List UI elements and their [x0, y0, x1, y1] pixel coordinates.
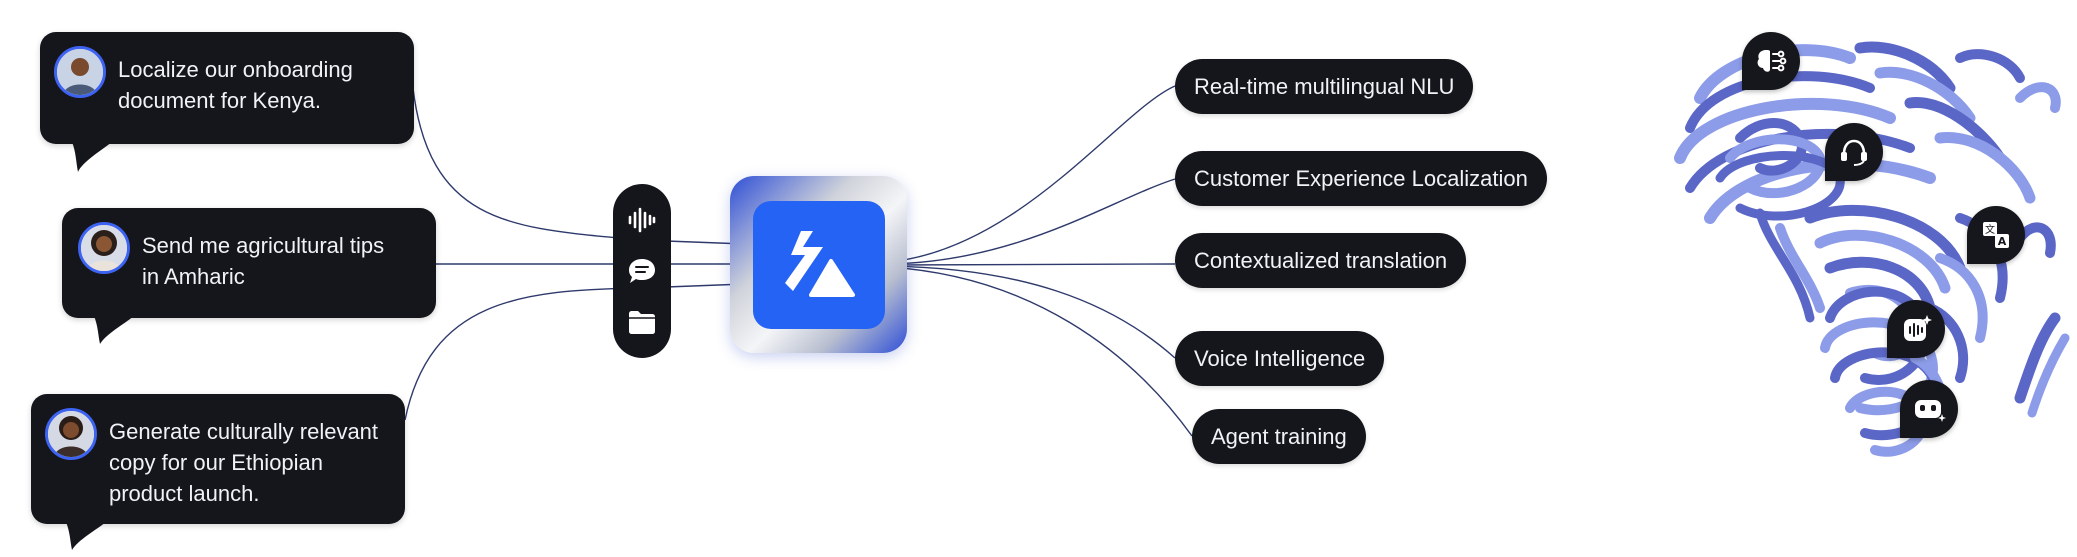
person-avatar-icon	[48, 411, 94, 457]
africa-fingerprint-map	[1674, 41, 2070, 457]
translate-icon: 文 A	[1983, 222, 2009, 248]
svg-text:A: A	[1998, 235, 2007, 248]
headset-icon	[1841, 139, 1867, 166]
prompt-text-line: in Amharic	[142, 264, 245, 289]
robot-icon	[1915, 400, 1946, 422]
brain-circuit-icon	[1757, 50, 1787, 72]
capability-pill-cx-localization[interactable]: Customer Experience Localization	[1175, 151, 1547, 206]
map-pin-voice[interactable]	[1887, 300, 1945, 358]
prompt-bubble-amharic[interactable]: Send me agricultural tips in Amharic	[62, 208, 436, 318]
prompt-bubble-ethiopia[interactable]: Generate culturally relevant copy for ou…	[31, 394, 405, 524]
chat-bubble-icon[interactable]	[625, 254, 659, 288]
svg-text:文: 文	[1985, 223, 1995, 236]
prompt-text-line: Generate culturally relevant	[109, 419, 379, 444]
prompt-text-line: Send me agricultural tips	[142, 233, 385, 258]
voice-sparkle-icon	[1904, 315, 1932, 341]
brand-logo-icon	[784, 230, 855, 297]
prompt-text-line: document for Kenya.	[118, 88, 322, 113]
avatar	[45, 408, 97, 460]
bubble-tail	[72, 142, 112, 172]
hub-core	[752, 200, 885, 329]
map-pin-nlu[interactable]	[1742, 32, 1800, 90]
capability-pill-agent-training[interactable]: Agent training	[1192, 409, 1366, 464]
prompt-bubble-kenya[interactable]: Localize our onboarding document for Ken…	[40, 32, 414, 144]
folder-icon[interactable]	[625, 305, 659, 339]
wire-translation	[887, 263, 1176, 266]
avatar	[78, 222, 130, 274]
wire-nlu	[887, 85, 1176, 263]
wire-cx	[887, 178, 1176, 265]
audio-waveform-icon[interactable]	[625, 203, 659, 237]
avatar	[54, 46, 106, 98]
bubble-tail	[66, 522, 106, 550]
wire-kenya	[412, 87, 746, 245]
capability-pill-nlu[interactable]: Real-time multilingual NLU	[1175, 59, 1474, 114]
prompt-text-line: product launch.	[109, 481, 260, 506]
person-avatar-icon	[81, 225, 127, 271]
capability-pill-voice[interactable]: Voice Intelligence	[1175, 331, 1385, 386]
map-pin-cx[interactable]	[1825, 123, 1883, 181]
wire-voice	[887, 265, 1176, 359]
prompt-text-line: Localize our onboarding	[118, 57, 353, 82]
capability-pill-translation[interactable]: Contextualized translation	[1175, 233, 1467, 288]
wire-agent	[887, 266, 1193, 437]
bubble-tail	[94, 316, 134, 344]
wire-ethiopia	[404, 283, 746, 421]
person-avatar-icon	[57, 49, 103, 95]
map-pin-agent[interactable]	[1900, 380, 1958, 438]
prompt-text-line: copy for our Ethiopian	[109, 450, 324, 475]
input-modality-toolbar	[613, 184, 671, 358]
central-hub[interactable]	[730, 176, 907, 353]
map-pin-translation[interactable]: 文 A	[1967, 206, 2025, 264]
